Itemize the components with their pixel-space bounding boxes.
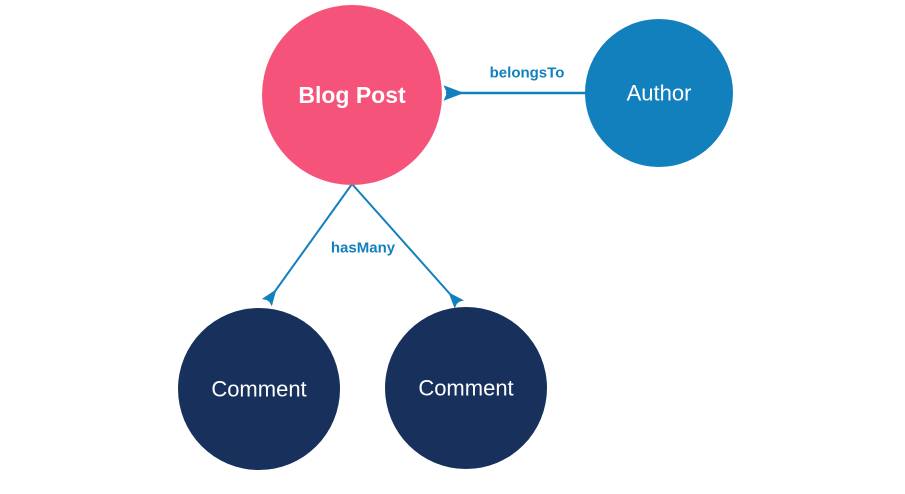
node-author-label: Author (627, 81, 692, 106)
edge-has-many-left[interactable] (261, 183, 353, 307)
edge-belongs-to[interactable]: belongsTo (443, 65, 585, 101)
node-comment-left-circle (178, 308, 340, 470)
node-comment-left[interactable]: Comment (178, 308, 340, 470)
node-comment-right[interactable]: Comment (385, 307, 547, 469)
node-comment-right-circle (385, 307, 547, 469)
node-blog-post-label: Blog Post (298, 82, 406, 108)
edge-has-many-label: hasMany (331, 240, 396, 257)
edge-has-many-right[interactable] (351, 183, 464, 309)
edge-belongs-to-label: belongsTo (490, 65, 565, 82)
edge-has-many-right-line (351, 183, 464, 309)
node-author-circle (585, 19, 733, 167)
node-blog-post[interactable]: Blog Post (262, 5, 442, 185)
node-comment-left-label: Comment (211, 377, 306, 402)
edge-has-many-label-group: hasMany (331, 240, 396, 257)
node-comment-right-label: Comment (418, 376, 513, 401)
edge-has-many-left-line (261, 183, 353, 307)
node-author[interactable]: Author (585, 19, 733, 167)
node-blog-post-circle (262, 5, 442, 185)
